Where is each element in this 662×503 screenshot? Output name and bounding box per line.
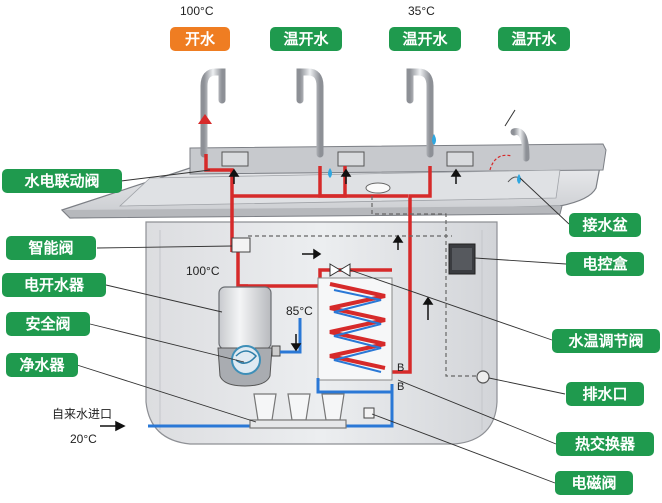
- flow-arrows: [100, 168, 462, 432]
- leader-lines: [76, 169, 570, 484]
- label-temp-regulating-valve: 水温调节阀: [552, 329, 660, 353]
- water-drop-icon: [328, 168, 332, 178]
- heat-exchanger: [317, 277, 393, 381]
- label-electric-boiler: 电开水器: [2, 273, 106, 297]
- label-safety-valve: 安全阀: [6, 312, 90, 336]
- sink-basin: [60, 143, 607, 219]
- label-control-box: 电控盒: [566, 252, 644, 276]
- solenoid-valve: [363, 407, 375, 419]
- label-warm-water-3: 温开水: [498, 27, 570, 51]
- label-water-purifier: 净水器: [6, 353, 78, 377]
- valve-b-label: B: [397, 362, 405, 374]
- label-solenoid-valve: 电磁阀: [555, 471, 633, 495]
- drain-outlet: [476, 370, 490, 384]
- label-drain-outlet: 排水口: [566, 382, 644, 406]
- mid-temp-label: 85°C: [286, 304, 313, 318]
- top-label-temp: 100°C: [180, 4, 214, 18]
- inlet-temp-label: 20°C: [70, 432, 97, 446]
- water-drop-icon: [432, 134, 436, 145]
- smart-valve: [231, 237, 251, 253]
- drain-pipe: [248, 196, 480, 377]
- label-boiling-water: 开水: [170, 27, 230, 51]
- sensor-dashed-arc: [489, 154, 513, 171]
- label-water-basin: 接水盆: [569, 213, 641, 237]
- inlet-label: 自来水进口: [52, 407, 113, 421]
- label-electric-linked-valve: 水电联动阀: [2, 169, 122, 193]
- top-label-temp: 35°C: [408, 4, 435, 18]
- label-warm-water-2: 温开水: [389, 27, 461, 51]
- boiler-temp-label: 100°C: [186, 264, 220, 278]
- valve-b-label: B: [397, 381, 405, 393]
- hot-water-drop-icon: [198, 114, 212, 124]
- label-smart-valve: 智能阀: [6, 236, 96, 260]
- water-filters: [249, 393, 347, 429]
- boiler-tank: [217, 286, 281, 387]
- faucet-valves: [221, 151, 474, 167]
- drain-opening: [365, 182, 391, 194]
- label-heat-exchanger: 热交换器: [556, 432, 654, 456]
- water-drop-icon: [517, 174, 521, 184]
- label-warm-water-1: 温开水: [270, 27, 342, 51]
- control-box: [448, 243, 476, 275]
